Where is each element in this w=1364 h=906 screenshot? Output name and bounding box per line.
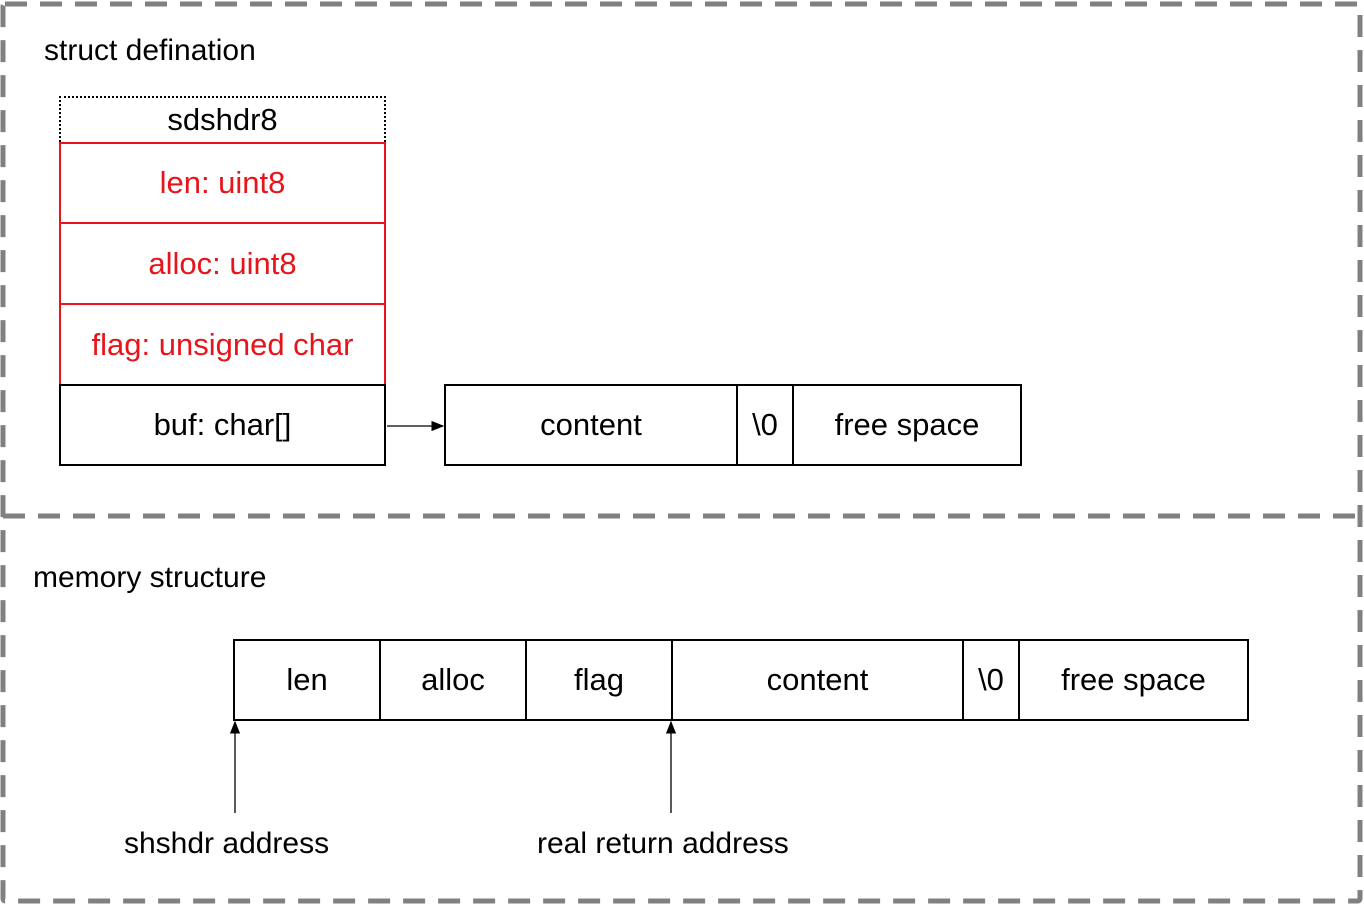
- memory-cell-alloc: alloc: [379, 639, 527, 721]
- struct-name-header: sdshdr8: [59, 96, 386, 142]
- struct-field-alloc: alloc: uint8: [59, 222, 386, 305]
- buffer-cell-content: content: [444, 384, 738, 466]
- struct-field-len: len: uint8: [59, 142, 386, 224]
- memory-cell-len: len: [233, 639, 381, 721]
- struct-field-flag: flag: unsigned char: [59, 303, 386, 386]
- memory-cell-free-space: free space: [1018, 639, 1249, 721]
- buffer-cell-null-terminator: \0: [736, 384, 794, 466]
- memory-section-title: memory structure: [33, 561, 267, 594]
- sdshdr-address-label: shshdr address: [124, 827, 330, 860]
- memory-cell-null-terminator: \0: [962, 639, 1020, 721]
- memory-cell-flag: flag: [525, 639, 673, 721]
- memory-cell-content: content: [671, 639, 964, 721]
- buffer-cell-free-space: free space: [792, 384, 1022, 466]
- struct-field-buf: buf: char[]: [59, 384, 386, 466]
- return-address-label: real return address: [537, 827, 789, 860]
- struct-section-title: struct defination: [44, 34, 256, 67]
